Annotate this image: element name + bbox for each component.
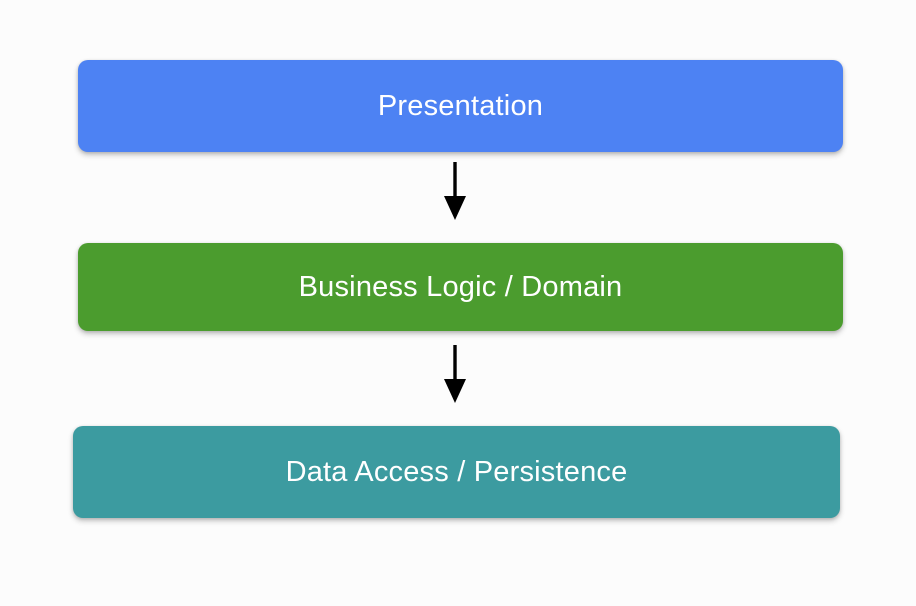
arrow-head [444,379,466,403]
arrow-presentation-to-business [429,160,481,230]
node-business-logic-label: Business Logic / Domain [298,270,623,303]
node-business-logic[interactable]: Business Logic / Domain [78,243,843,331]
arrow-down-icon [444,345,466,403]
node-presentation-label: Presentation [377,89,544,122]
arrow-down-icon [444,162,466,220]
node-presentation[interactable]: Presentation [78,60,843,152]
arrow-business-to-data [429,343,481,413]
node-data-access-label: Data Access / Persistence [285,455,628,488]
arrow-head [444,196,466,220]
node-data-access[interactable]: Data Access / Persistence [73,426,840,518]
